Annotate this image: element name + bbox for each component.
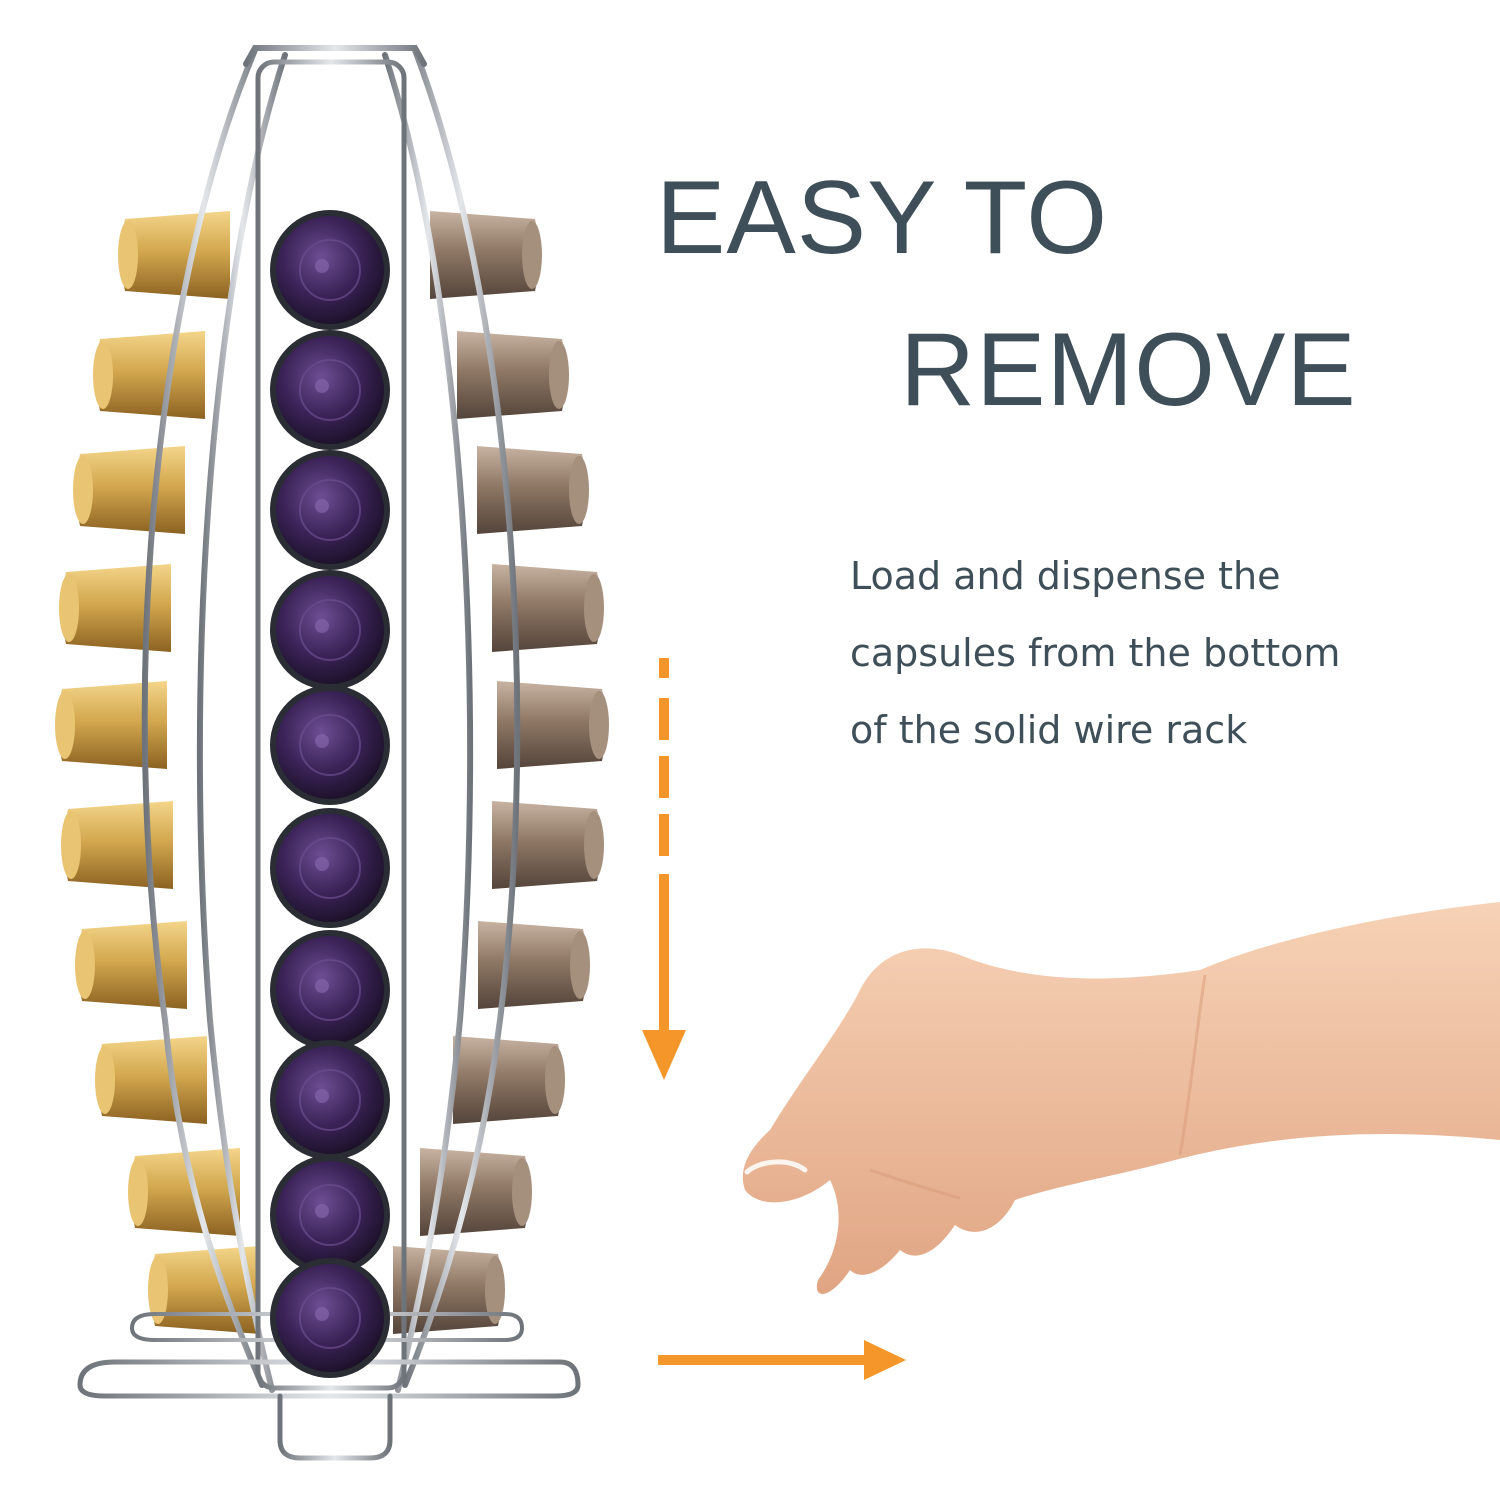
capsule-purple: [270, 930, 390, 1050]
dashed-down-arrow-icon: [642, 658, 686, 1080]
headline-line-1: EASY TO: [656, 160, 1109, 276]
capsule-bronze: [420, 1148, 532, 1236]
capsule-purple: [270, 210, 390, 330]
capsule-bronze: [478, 921, 590, 1009]
capsule-gold: [93, 331, 205, 419]
capsule-gold: [61, 801, 173, 889]
capsule-purple: [270, 570, 390, 690]
capsule-gold: [118, 211, 230, 299]
capsule-purple: [270, 450, 390, 570]
capsule-purple: [270, 1040, 390, 1160]
capsule-gold: [75, 921, 187, 1009]
description-line: Load and dispense the: [850, 554, 1281, 598]
capsule-gold: [95, 1036, 207, 1124]
capsule-gold: [59, 564, 171, 652]
capsule-purple: [270, 808, 390, 928]
hand-image: [742, 902, 1500, 1294]
capsule-gold: [128, 1148, 240, 1236]
purple-capsules-center: [270, 210, 390, 1378]
capsule-purple: [270, 1155, 390, 1275]
capsule-bronze: [457, 331, 569, 419]
capsule-bronze: [477, 446, 589, 534]
capsule-purple: [270, 1258, 390, 1378]
capsule-purple: [270, 330, 390, 450]
capsule-bronze: [492, 801, 604, 889]
right-arrow-icon: [658, 1340, 906, 1380]
wire-rack: [77, 45, 581, 1461]
bronze-capsules-right: [393, 211, 609, 1334]
capsule-bronze: [492, 564, 604, 652]
capsule-bronze: [430, 211, 542, 299]
capsule-bronze: [497, 681, 609, 769]
description-line: capsules from the bottom: [850, 631, 1341, 675]
capsule-bronze: [453, 1036, 565, 1124]
headline-line-2: REMOVE: [900, 312, 1357, 428]
capsule-gold: [73, 446, 185, 534]
capsule-purple: [270, 685, 390, 805]
capsule-gold: [55, 681, 167, 769]
description-line: of the solid wire rack: [850, 708, 1248, 752]
description-text: Load and dispense the capsules from the …: [850, 538, 1450, 769]
